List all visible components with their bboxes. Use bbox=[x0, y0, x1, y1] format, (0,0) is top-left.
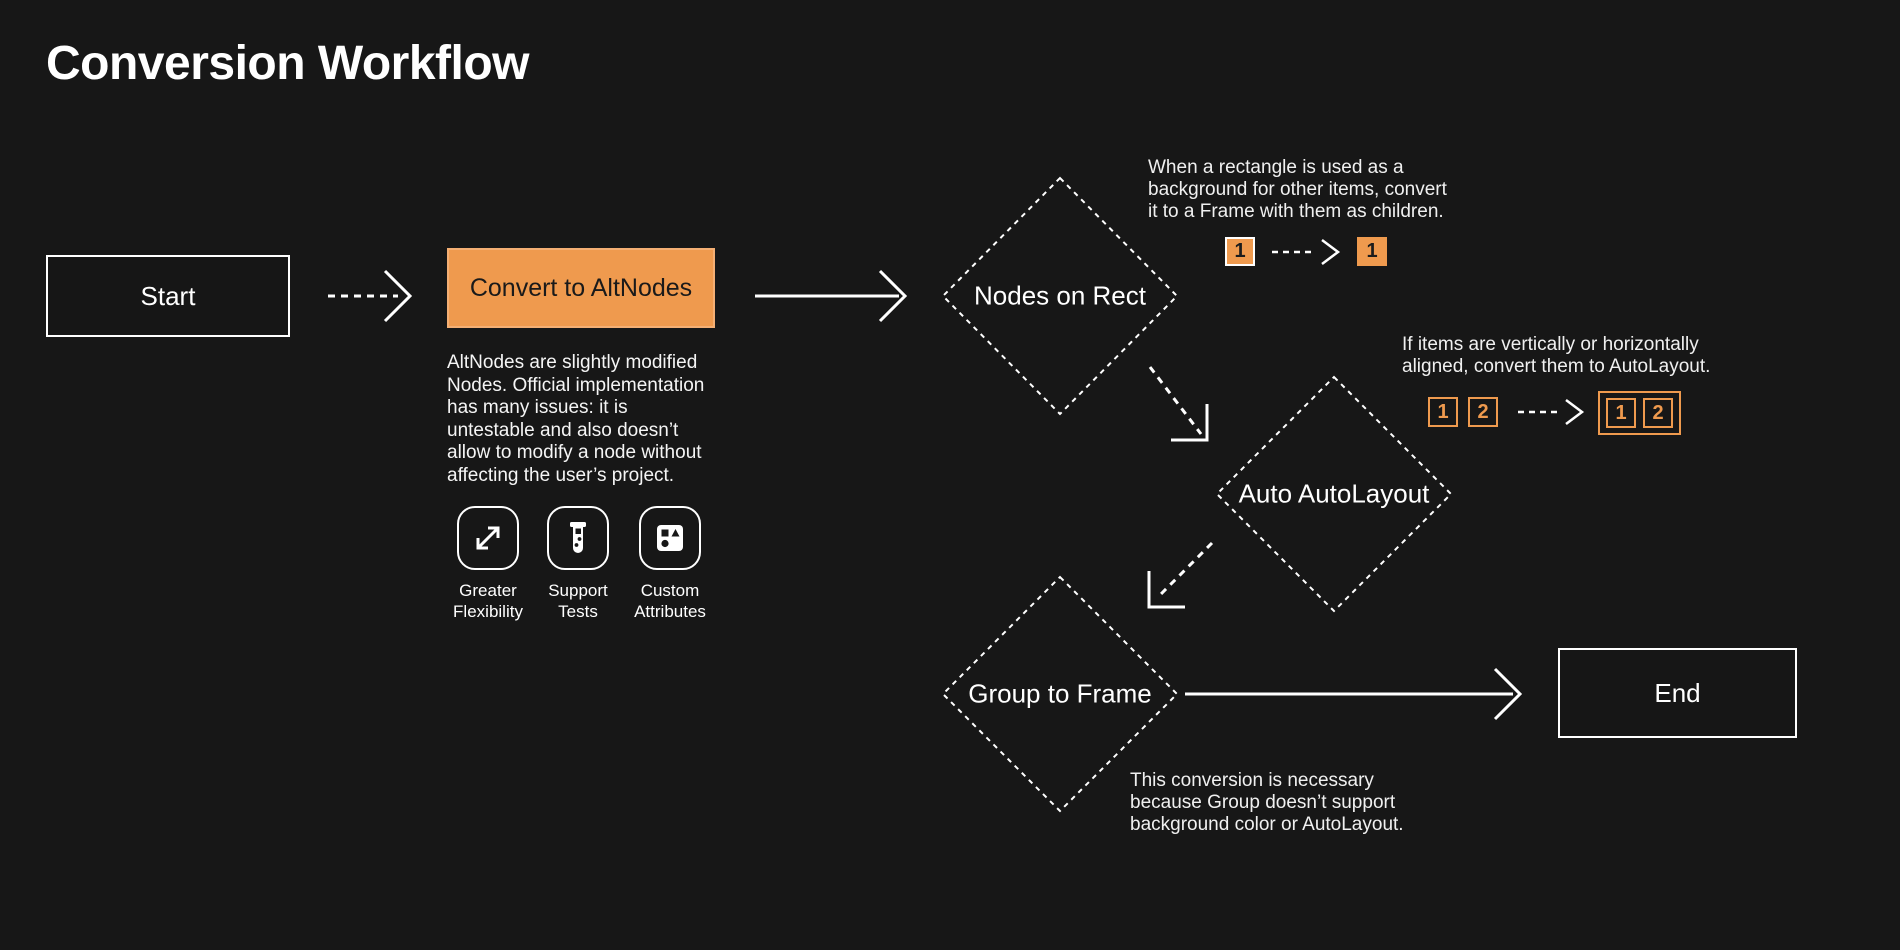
autolayout-group-box: 1 2 bbox=[1598, 391, 1681, 435]
arrow-auto-to-group-head bbox=[1147, 571, 1185, 609]
page-title: Conversion Workflow bbox=[46, 37, 530, 90]
annotation1-arrow-head bbox=[1321, 239, 1341, 265]
annotation-auto-autolayout: If items are vertically or horizontally … bbox=[1402, 334, 1711, 377]
frame-box-after: 1 bbox=[1357, 237, 1387, 266]
feature-label: Custom Attributes bbox=[634, 581, 706, 621]
test-tube-icon bbox=[547, 506, 609, 570]
arrow-start-to-convert-head bbox=[383, 269, 413, 323]
node-start-label: Start bbox=[140, 280, 196, 311]
item-box-1: 1 bbox=[1428, 397, 1458, 427]
node-end-label: End bbox=[1654, 677, 1701, 708]
node-convert-label: Convert to AltNodes bbox=[469, 273, 693, 302]
annotation-nodes-on-rect: When a rectangle is used as a background… bbox=[1148, 157, 1447, 222]
arrow-group-to-end-head bbox=[1493, 667, 1523, 721]
feature-greater-flexibility: Greater Flexibility bbox=[433, 506, 543, 622]
feature-label: Greater Flexibility bbox=[453, 581, 523, 621]
item-box-1: 1 bbox=[1606, 398, 1636, 428]
arrow-rect-to-auto-head bbox=[1171, 404, 1209, 442]
node-group-to-frame-label: Group to Frame bbox=[968, 678, 1152, 709]
arrow-convert-to-rect-head bbox=[878, 269, 908, 323]
feature-custom-attributes: Custom Attributes bbox=[615, 506, 725, 622]
arrow-auto-to-group-shaft bbox=[1155, 541, 1214, 600]
node-auto-autolayout-label: Auto AutoLayout bbox=[1238, 478, 1430, 509]
expand-arrows-icon bbox=[457, 506, 519, 570]
node-start[interactable]: Start bbox=[46, 255, 290, 337]
item-box-before: 1 bbox=[1225, 237, 1255, 266]
shapes-icon bbox=[639, 506, 701, 570]
item-box-2: 2 bbox=[1468, 397, 1498, 427]
annotation2-arrow-head bbox=[1565, 399, 1585, 425]
node-end[interactable]: End bbox=[1558, 648, 1797, 738]
node-convert-to-altnodes[interactable]: Convert to AltNodes bbox=[447, 248, 715, 328]
node-nodes-on-rect-label: Nodes on Rect bbox=[974, 280, 1146, 311]
arrow-rect-to-auto-shaft bbox=[1148, 366, 1203, 435]
altnodes-description: AltNodes are slightly modified Nodes. Of… bbox=[447, 352, 705, 486]
feature-label: Support Tests bbox=[548, 581, 608, 621]
annotation-group-to-frame: This conversion is necessary because Gro… bbox=[1130, 770, 1404, 835]
feature-support-tests: Support Tests bbox=[523, 506, 633, 622]
item-box-2: 2 bbox=[1643, 398, 1673, 428]
